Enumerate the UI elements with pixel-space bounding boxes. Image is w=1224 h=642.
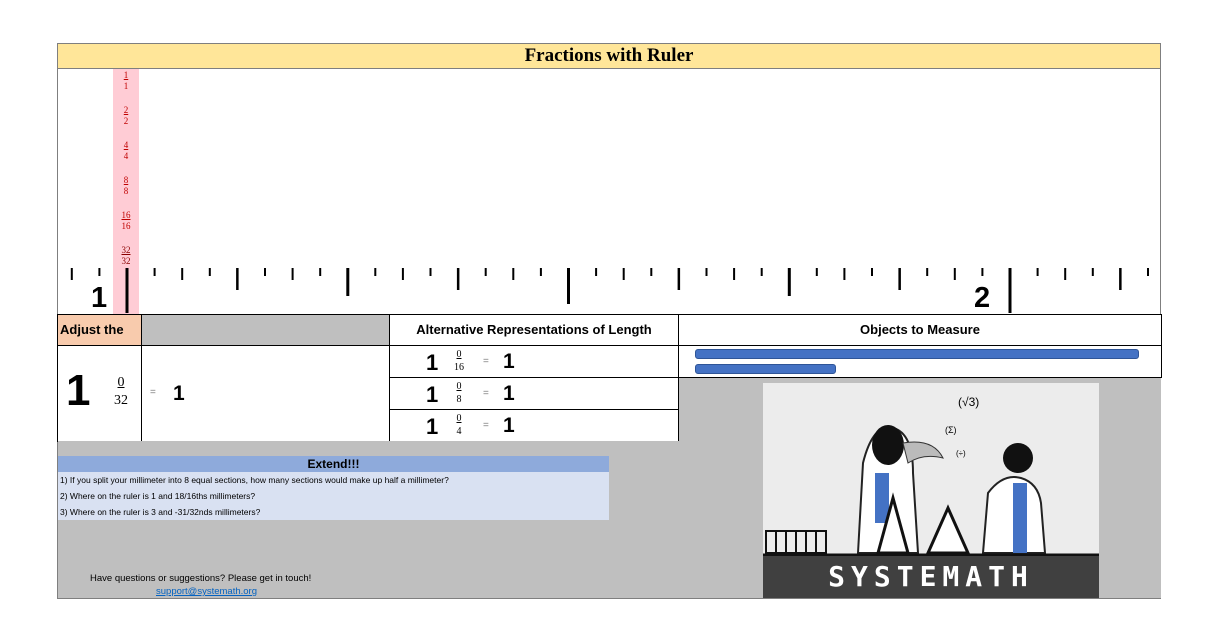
ruler-tick <box>622 268 625 280</box>
ruler-tick <box>236 268 239 290</box>
ruler-tick <box>760 268 763 276</box>
alt-equals: = <box>483 356 489 367</box>
extend-header: Extend!!! <box>58 456 609 472</box>
ruler-tick <box>981 268 984 276</box>
ruler-tick <box>98 268 101 276</box>
ruler-tick <box>1091 268 1094 276</box>
ruler-tick <box>567 268 570 304</box>
ruler-tick <box>926 268 929 276</box>
alt-whole: 1 <box>426 350 439 375</box>
main-numerator[interactable]: 0 <box>117 375 125 390</box>
ruler-tick <box>787 268 791 296</box>
ruler-tick <box>650 268 653 276</box>
gray-header-cell <box>141 314 390 346</box>
alt-result: 1 <box>503 382 515 405</box>
ruler-tick <box>595 268 598 276</box>
alt-result: 1 <box>503 414 515 437</box>
alt-whole: 1 <box>426 382 439 407</box>
ruler-tick <box>677 268 681 290</box>
ruler-tick <box>953 268 956 280</box>
ruler-tick <box>1147 268 1149 276</box>
extend-question-1: 1) If you split your millimeter into 8 e… <box>58 472 609 488</box>
result-cell: = 1 <box>141 345 390 442</box>
ruler-tick <box>1119 268 1122 290</box>
alt-equals: = <box>483 388 489 399</box>
ruler-tick <box>291 268 294 280</box>
ruler-tick <box>512 268 515 280</box>
adjust-header: Adjust the #s <box>57 314 142 367</box>
alt-fraction: 0 4 <box>450 412 468 438</box>
alt-denominator: 16 <box>454 362 464 373</box>
alt-denominator: 4 <box>456 426 462 437</box>
ruler-tick <box>705 268 708 276</box>
contact-text: Have questions or suggestions? Please ge… <box>90 573 312 584</box>
main-result: 1 <box>173 382 185 405</box>
measure-bar-long[interactable] <box>695 349 1139 359</box>
ruler-tick <box>319 268 322 276</box>
adjust-input-cell[interactable]: 1 0 32 <box>57 345 142 442</box>
main-fraction[interactable]: 0 32 <box>108 374 134 410</box>
alt-equals: = <box>483 420 489 431</box>
systemath-logo: SYSTEMATH <box>763 556 1099 598</box>
alt-numerator: 0 <box>456 413 462 424</box>
extend-question-3: 3) Where on the ruler is 3 and -31/32nds… <box>58 504 609 520</box>
ruler-tick <box>898 268 901 290</box>
alt-fraction: 0 16 <box>450 348 468 374</box>
alt-row-16: 1 0 16 = 1 <box>389 345 679 378</box>
alt-fraction: 0 8 <box>450 380 468 406</box>
extend-question-2: 2) Where on the ruler is 1 and 18/16ths … <box>58 488 609 504</box>
symbol-sqrt: (√3) <box>958 395 980 409</box>
ruler-tick <box>843 268 846 280</box>
ruler-label-2: 2 <box>974 282 991 314</box>
ruler-tick <box>264 268 266 276</box>
ruler-tick <box>456 268 460 290</box>
alt-numerator: 0 <box>456 381 462 392</box>
systemath-illustration: (√3) (Σ) (÷) SYSTEMATH <box>763 383 1099 598</box>
ruler-label-1: 1 <box>91 282 108 314</box>
page-title: Fractions with Ruler <box>57 43 1161 69</box>
ruler-tick <box>1036 268 1039 276</box>
ruler-tick <box>484 268 487 276</box>
alt-numerator: 0 <box>456 349 462 360</box>
alt-row-8: 1 0 8 = 1 <box>389 377 679 410</box>
ruler-tick <box>70 268 73 280</box>
equals-sign: = <box>150 387 156 398</box>
ruler-tick <box>429 268 432 276</box>
ruler-tick <box>1008 268 1012 313</box>
ruler-tick <box>401 268 404 280</box>
ruler-tick <box>815 268 818 276</box>
main-denominator[interactable]: 32 <box>114 393 128 408</box>
ruler-tick <box>871 268 873 276</box>
ruler-tick <box>733 268 736 280</box>
ruler-tick <box>208 268 211 276</box>
alternative-header: Alternative Representations of Length <box>389 314 679 346</box>
alt-row-4: 1 0 4 = 1 <box>389 409 679 442</box>
symbol-sigma: (Σ) <box>945 425 957 435</box>
ruler-tick <box>125 268 129 313</box>
ruler-tick <box>539 268 542 276</box>
ruler-tick <box>153 268 156 276</box>
whole-number[interactable]: 1 <box>66 366 91 415</box>
symbol-divide: (÷) <box>956 449 966 458</box>
alt-result: 1 <box>503 350 515 373</box>
ruler-ticks <box>70 268 1149 313</box>
measure-bar-short[interactable] <box>695 364 836 374</box>
ruler-tick <box>374 268 377 276</box>
ruler-tick <box>1064 268 1067 280</box>
scientists-drawing <box>763 425 1099 556</box>
ruler-tick <box>181 268 184 280</box>
alt-whole: 1 <box>426 414 439 439</box>
objects-header: Objects to Measure <box>678 314 1162 346</box>
alt-denominator: 8 <box>456 394 462 405</box>
contact-email-link[interactable]: support@systemath.org <box>156 586 257 597</box>
ruler-tick <box>346 268 350 296</box>
